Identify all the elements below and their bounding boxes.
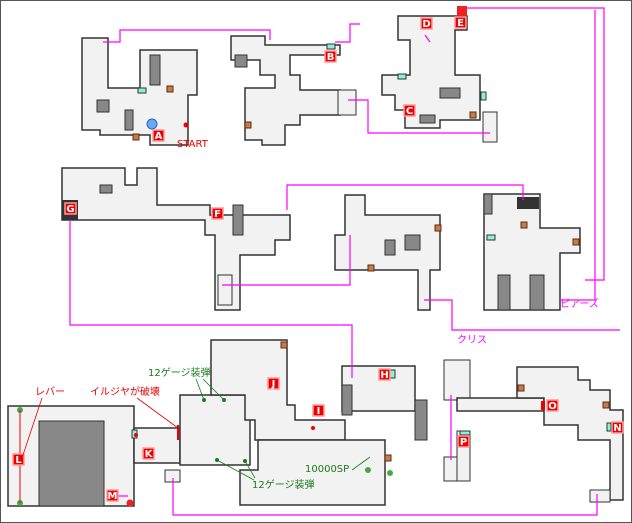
svg-text:F: F <box>214 209 221 220</box>
area-middle-right <box>483 193 581 311</box>
shells-label-2: 12ゲージ装弾 <box>252 478 315 491</box>
svg-text:A: A <box>155 131 163 142</box>
marker-m[interactable]: M <box>106 489 119 502</box>
marker-l[interactable]: L <box>12 453 25 466</box>
area-top-right <box>381 6 498 143</box>
route-lines <box>69 7 620 516</box>
marker-f[interactable]: F <box>211 207 224 220</box>
start-label: START <box>177 139 209 150</box>
marker-c[interactable]: C <box>403 104 416 117</box>
svg-text:I: I <box>317 406 321 417</box>
svg-text:L: L <box>15 455 22 466</box>
marker-p[interactable]: P <box>457 435 470 448</box>
marker-j[interactable]: J <box>267 377 280 390</box>
svg-text:N: N <box>613 423 621 434</box>
ilziya-destroy-label: イルジヤが破壊 <box>90 385 160 398</box>
sp-label: 10000SP <box>305 464 349 475</box>
marker-i[interactable]: I <box>312 404 325 417</box>
shells-label-1: 12ゲージ装弾 <box>148 366 211 379</box>
area-middle-center <box>334 194 442 311</box>
player-start-icon <box>146 118 158 130</box>
svg-text:J: J <box>271 379 276 390</box>
marker-b[interactable]: B <box>324 50 337 63</box>
svg-text:C: C <box>406 106 413 117</box>
marker-o[interactable]: O <box>546 399 559 412</box>
area-top-left <box>81 37 198 146</box>
svg-text:D: D <box>422 19 430 30</box>
marker-h[interactable]: H <box>378 368 391 381</box>
svg-text:B: B <box>327 52 335 63</box>
marker-n[interactable]: N <box>611 421 624 434</box>
piers-label: ピアーズ <box>560 297 599 310</box>
area-bottom-right <box>443 359 624 503</box>
svg-text:M: M <box>108 491 118 502</box>
svg-text:G: G <box>66 204 74 215</box>
marker-d[interactable]: D <box>420 17 433 30</box>
marker-k[interactable]: K <box>142 447 155 460</box>
area-middle-left <box>61 167 291 311</box>
marker-a[interactable]: A <box>152 129 165 142</box>
chris-label: クリス <box>457 334 487 346</box>
area-top-center <box>230 35 357 146</box>
svg-text:P: P <box>460 437 467 448</box>
svg-text:O: O <box>548 401 557 412</box>
svg-text:E: E <box>457 18 464 29</box>
marker-e[interactable]: E <box>454 16 467 29</box>
lever-label: レバー <box>35 386 65 398</box>
marker-g[interactable]: G <box>64 202 77 215</box>
svg-text:H: H <box>380 370 388 381</box>
svg-text:K: K <box>145 449 154 460</box>
area-bottom-left <box>7 339 428 507</box>
